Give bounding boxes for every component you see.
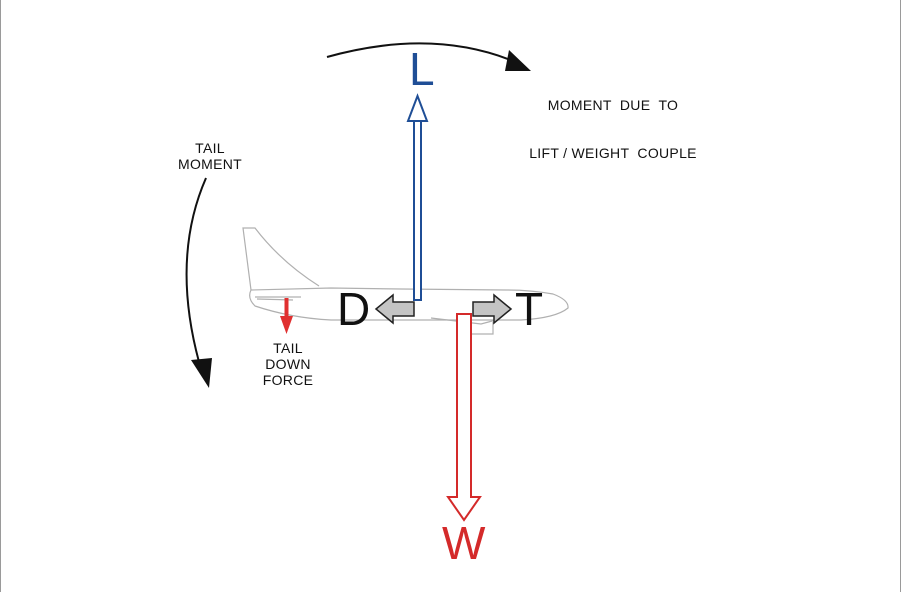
thrust-label: T — [515, 283, 544, 335]
tail-moment-line-1: TAIL — [195, 140, 225, 156]
aircraft-tail-fin — [242, 227, 320, 291]
couple-moment-arrow — [326, 42, 531, 71]
thrust-arrow — [472, 293, 513, 325]
tail-down-force-line-1: TAIL — [273, 340, 303, 356]
aircraft-stabilizer — [255, 296, 301, 301]
tail-moment-line-2: MOMENT — [177, 156, 242, 172]
tail-down-force-arrow — [280, 298, 293, 334]
lift-arrow — [406, 93, 429, 301]
lift-label: L — [409, 43, 435, 95]
tail-down-force-line-2: DOWN — [265, 356, 311, 372]
couple-moment-line-1: MOMENT DUE TO — [547, 97, 679, 113]
tail-moment-arrow — [185, 177, 212, 388]
drag-label: D — [337, 283, 371, 335]
tail-down-force-label: TAIL DOWN FORCE — [255, 340, 321, 388]
tail-down-force-line-3: FORCE — [262, 372, 314, 388]
drag-arrow — [374, 293, 415, 325]
couple-moment-label: MOMENT DUE TO LIFT / WEIGHT COUPLE — [513, 65, 713, 193]
couple-moment-line-2: LIFT / WEIGHT COUPLE — [529, 145, 697, 161]
tail-moment-label: TAIL MOMENT — [177, 140, 243, 172]
weight-arrow — [446, 313, 482, 522]
weight-label: W — [442, 517, 486, 569]
aircraft-wing — [430, 317, 497, 325]
aircraft-fuselage — [249, 287, 569, 321]
